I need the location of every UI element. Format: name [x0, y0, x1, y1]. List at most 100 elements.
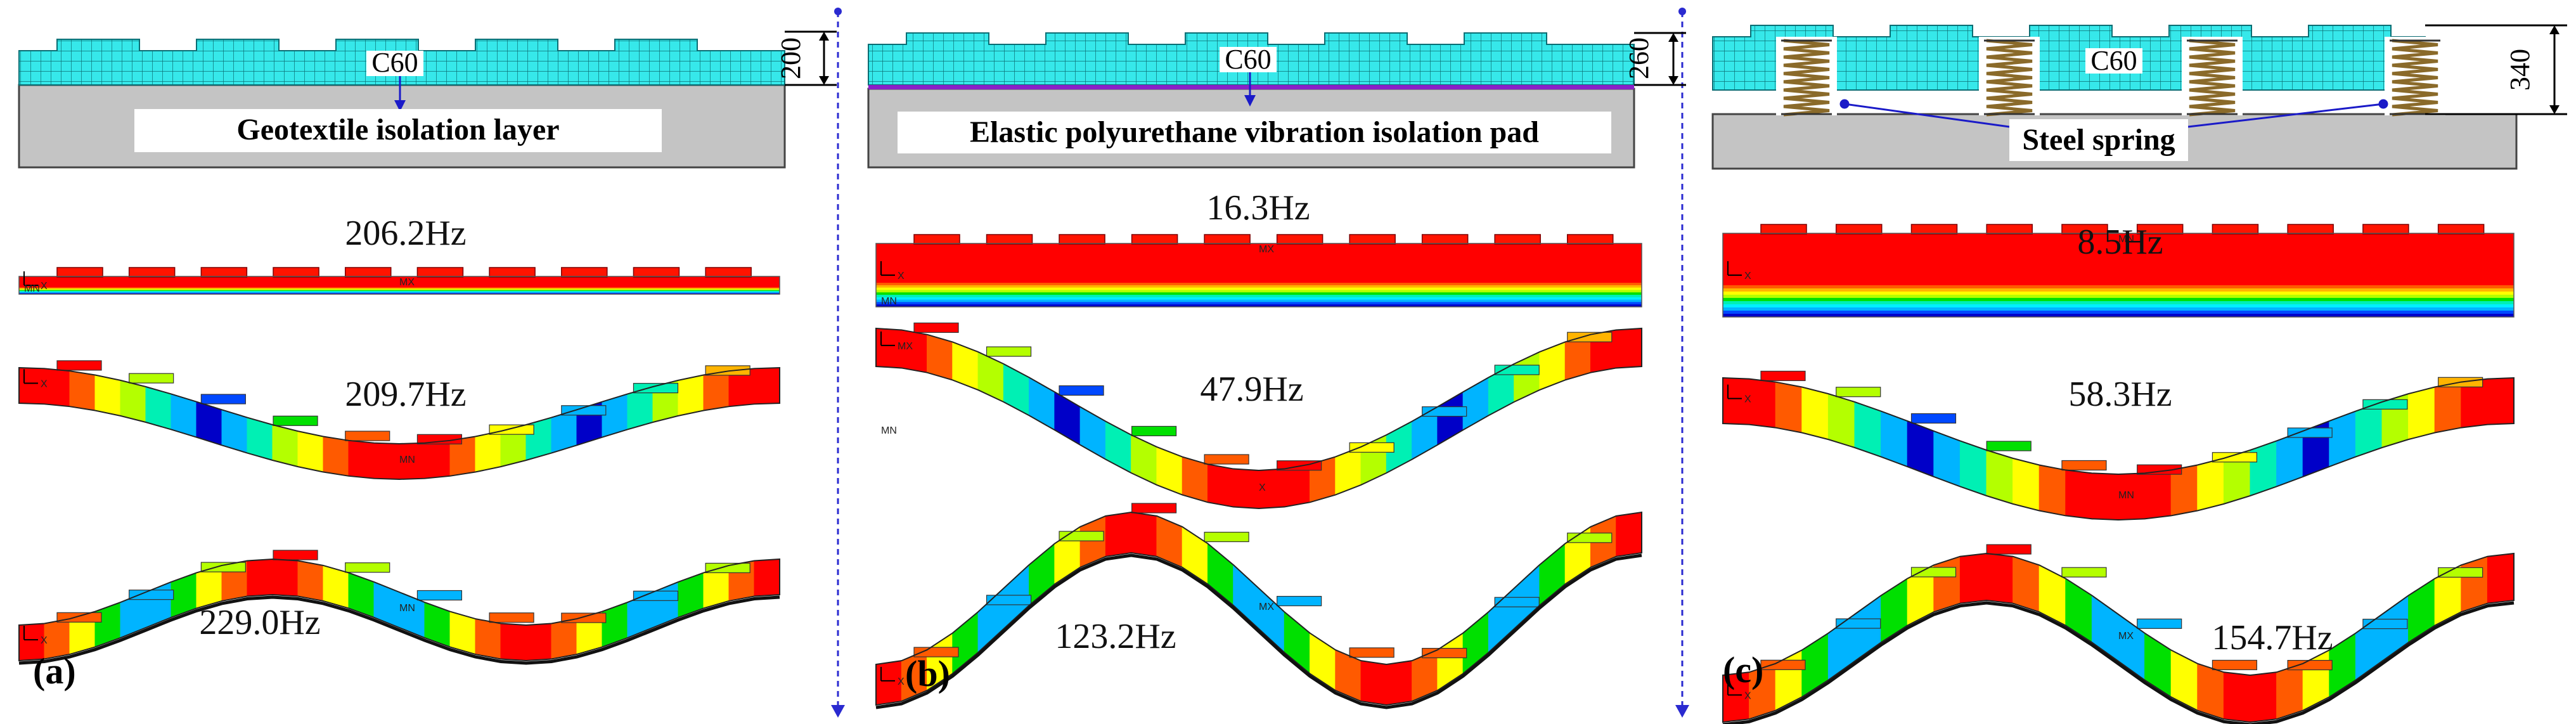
contour-segment: [1801, 386, 1829, 440]
contour-band: [19, 291, 780, 293]
mode-tag: X: [1744, 690, 1751, 701]
leader-arrow-b: [1244, 95, 1256, 107]
panel-b: C60 Elastic polyurethane vibration isola…: [867, 32, 1686, 709]
contour-segment: [69, 370, 96, 411]
material-label-b: C60: [1225, 44, 1271, 75]
mode-tag: MN: [2118, 234, 2134, 245]
contour-segment: [94, 374, 121, 417]
contour-band: [876, 299, 1642, 302]
contour-band: [1723, 294, 2514, 299]
steel-spring: [1776, 37, 1837, 117]
contour-segment: [551, 618, 577, 660]
contour-segment: [1386, 660, 1413, 706]
contour-segment: [297, 560, 324, 602]
section-diagram-b: C60 Elastic polyurethane vibration isola…: [867, 32, 1686, 169]
contour-segment: [2012, 556, 2040, 613]
dimension-c: 340: [2425, 24, 2567, 115]
contour-segment: [1131, 434, 1157, 486]
contour-segment: [2012, 458, 2040, 512]
contour-segment: [1003, 363, 1030, 417]
contour-band: [1723, 285, 2514, 289]
contour-segment: [2038, 464, 2066, 517]
frequency-label: 58.3Hz: [2068, 375, 2172, 414]
mode-tag: MX: [898, 341, 913, 352]
panel-label-a: (a): [33, 650, 76, 692]
frequency-label: 206.2Hz: [345, 214, 466, 253]
contour-segment: [1284, 463, 1311, 508]
contour-segment: [703, 370, 730, 411]
contour-segment: [1616, 512, 1642, 557]
contour-segment: [1105, 512, 1132, 557]
contour-band: [19, 288, 780, 289]
contour-segment: [2197, 458, 2224, 512]
contour-band: [19, 292, 780, 294]
dimension-a: 200: [775, 30, 837, 86]
steel-spring: [2385, 37, 2445, 117]
contour-segment: [1986, 449, 2014, 505]
contour-segment: [1933, 556, 1961, 613]
contour-segment: [2197, 663, 2224, 720]
contour-segment: [272, 424, 299, 467]
contour-segment: [2065, 469, 2092, 519]
contour-band: [1723, 233, 2514, 286]
spring-leaders-c: [1839, 99, 2388, 128]
section-diagram-c: C60 Steel spring 340: [1711, 24, 2567, 170]
contour-segment: [2250, 671, 2277, 723]
divider-left: [831, 8, 845, 718]
mode-tag: X: [1744, 271, 1751, 281]
mode-tag: MX: [1259, 244, 1274, 255]
contour-segment: [500, 623, 527, 661]
panel-c: C60 Steel spring 340 XMN8.5HzXMN58.3HzXM…: [1711, 24, 2567, 724]
contour-segment: [1986, 553, 2014, 604]
contour-segment: [2461, 556, 2488, 613]
contour-segment: [1801, 632, 1829, 698]
contour-segment: [2223, 671, 2251, 723]
steel-spring: [2182, 37, 2243, 117]
isolation-label-b: Elastic polyurethane vibration isolation…: [970, 115, 1539, 149]
material-label-bg-a: [366, 51, 423, 76]
mode-tag: MX: [2118, 631, 2134, 642]
pu-pad-b: [868, 85, 1634, 89]
contour-segment: [1105, 420, 1132, 474]
contour-segment: [1539, 341, 1566, 391]
contour-segment: [1827, 393, 1855, 448]
contour-segment: [1959, 553, 1987, 604]
material-label-bg-c: [2085, 48, 2142, 74]
mode-tag: X: [898, 676, 905, 687]
mode-tag: X: [41, 281, 48, 292]
contour-band: [876, 304, 1642, 307]
contour-segment: [1775, 381, 1803, 434]
frequency-label: 209.7Hz: [345, 375, 466, 414]
contour-segment: [952, 341, 979, 391]
contour-segment: [1335, 446, 1362, 496]
contour-segment: [44, 368, 70, 407]
contour-segment: [348, 440, 375, 479]
mode-tag: X: [898, 271, 905, 281]
frequency-label: 123.2Hz: [1055, 617, 1176, 656]
contour-segment: [2144, 469, 2172, 519]
contour-segment: [1514, 351, 1540, 403]
contour-segment: [2144, 632, 2172, 698]
contour-segment: [2487, 553, 2515, 604]
contour-segment: [1156, 446, 1183, 496]
contour-band: [19, 292, 780, 294]
contour-band: [19, 290, 780, 292]
contour-band: [1723, 304, 2514, 308]
contour-segment: [297, 430, 324, 473]
contour-band: [19, 287, 780, 288]
contour-band: [876, 302, 1642, 305]
section-diagram-a: C60 Geotextile isolation layer 200: [18, 30, 837, 169]
dimension-b: 260: [1623, 32, 1686, 86]
contour-band: [876, 290, 1642, 293]
isolation-banner-b: [898, 112, 1611, 153]
contour-band: [1723, 297, 2514, 302]
mode-tag: MN: [881, 425, 897, 436]
contour-segment: [1749, 378, 1776, 429]
